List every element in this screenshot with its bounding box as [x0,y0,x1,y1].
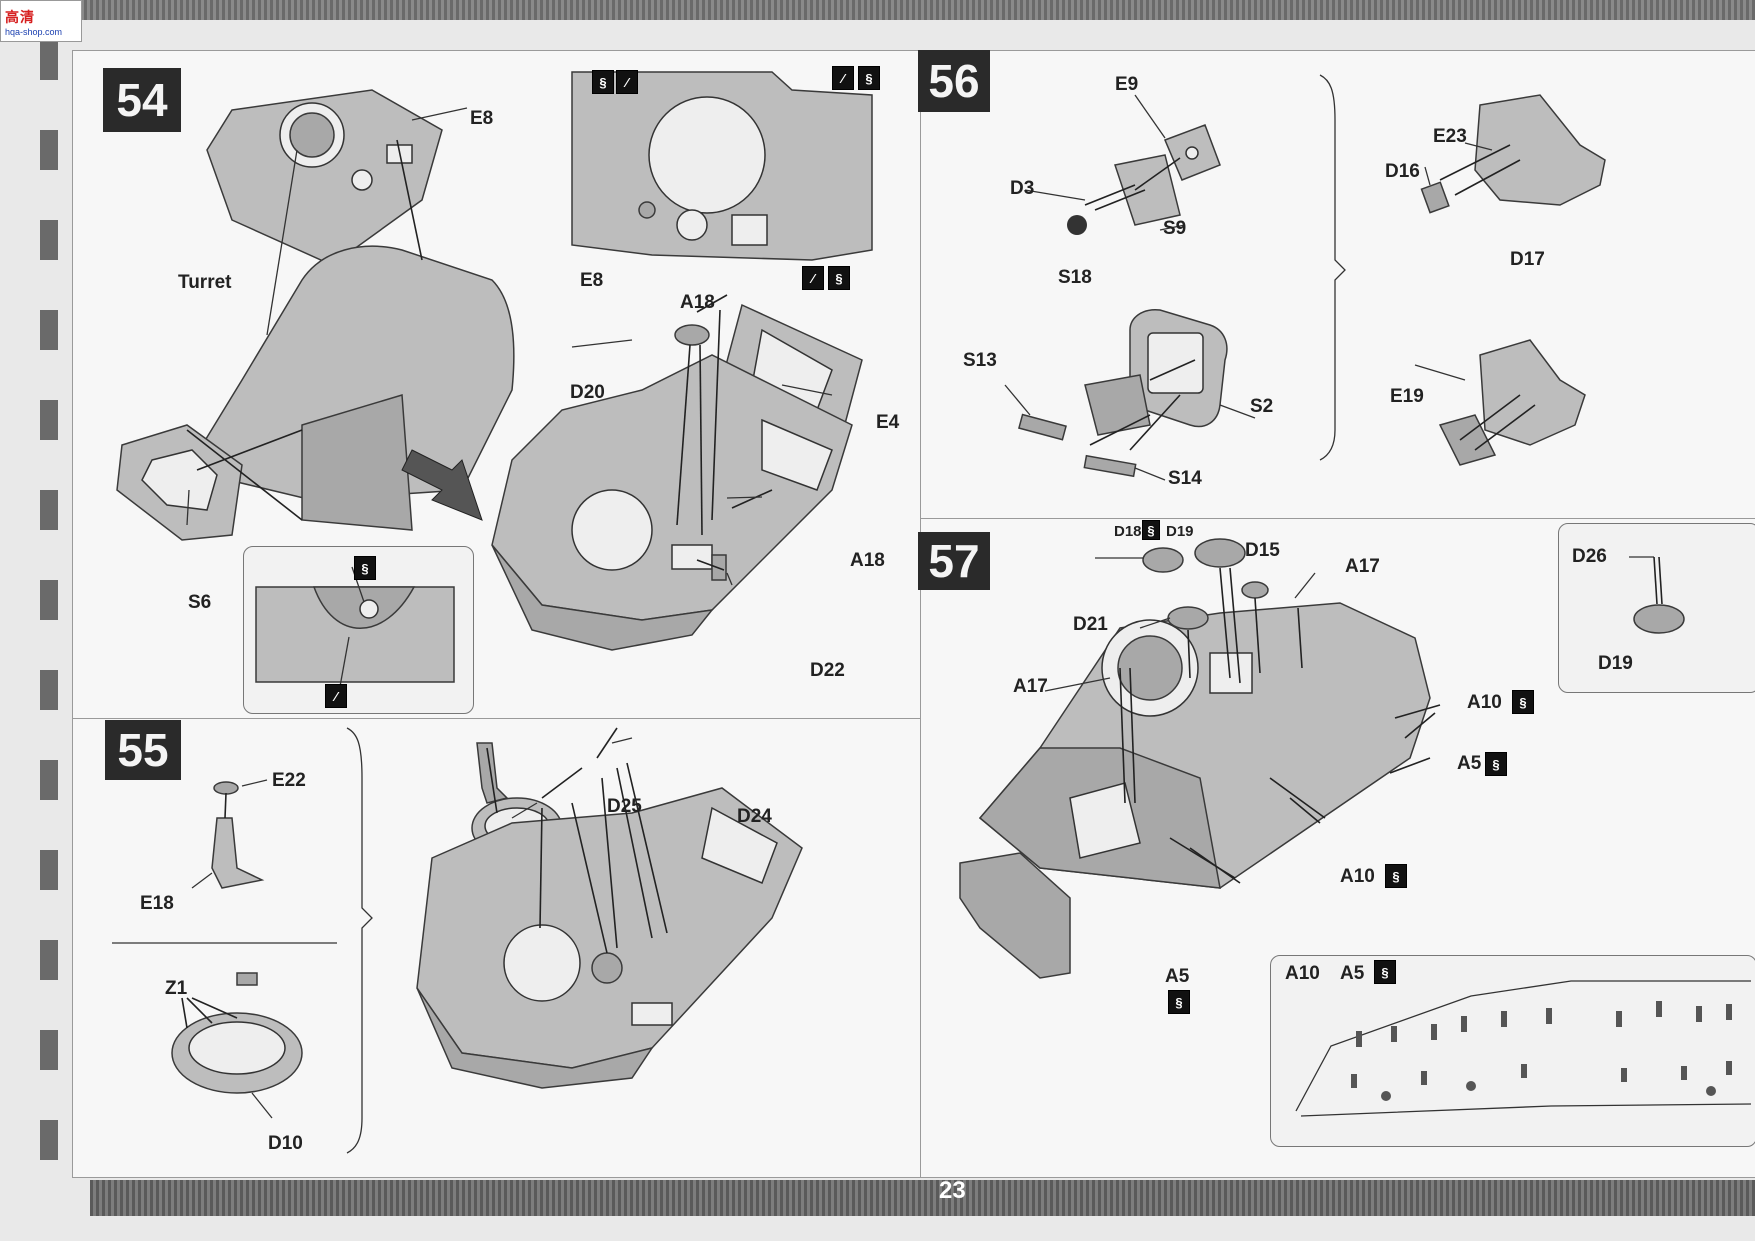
label-e22: E22 [272,770,306,791]
paint-symbol-icon: § [1485,752,1507,776]
label-s9: S9 [1163,218,1187,239]
paint-symbol-icon: § [1374,960,1396,984]
paint-symbol-icon: § [592,70,614,94]
label-d26: D26 [1572,546,1607,567]
label-e8-upper: E8 [470,108,494,129]
label-e8-flat: E8 [580,270,604,291]
label-inset-a10: A10 [1285,963,1320,984]
sprue-detail-drawing [1295,980,1752,1117]
paint-symbol-icon: § [354,556,376,580]
inset-hull-detail [255,566,455,693]
label-a5-lower: A5 [1165,966,1190,987]
paint-symbol-icon: § [828,266,850,290]
top-border-bar [0,0,1755,20]
label-a5-upper: A5 [1457,753,1482,774]
label-z1: Z1 [165,978,188,999]
step-57-number: 57 [918,532,990,590]
watermark-logo: 高清 hqa-shop.com [0,0,82,42]
step-55-number: 55 [105,720,181,780]
label-d22: D22 [810,660,845,681]
step-55-diagram [112,727,803,1154]
label-e23: E23 [1433,126,1467,147]
label-d24: D24 [737,806,772,827]
label-a17-top: A17 [1345,556,1380,577]
label-e9: E9 [1115,74,1139,95]
label-d25: D25 [607,796,642,817]
left-edge-marks [40,40,58,1180]
step-54-number: 54 [103,68,181,132]
paint-symbol-icon: § [1512,690,1534,714]
paint-symbol-icon: § [1168,990,1190,1014]
label-s14: S14 [1168,468,1202,489]
label-a17-left: A17 [1013,676,1048,697]
d26-callout [1558,523,1755,693]
label-a18-top: A18 [680,292,715,313]
label-d17: D17 [1510,249,1545,270]
label-s2: S2 [1250,396,1274,417]
label-d3: D3 [1010,178,1035,199]
page-number: 23 [939,1177,966,1204]
bottom-border-bar [90,1180,1755,1216]
label-d18: D18 [1114,523,1142,540]
step-54-diagram [116,71,873,651]
label-inset-a5: A5 [1340,963,1365,984]
d26-detail-drawing [1629,556,1685,634]
label-d19-callout: D19 [1598,653,1633,674]
paint-symbol-icon: § [1385,864,1407,888]
glue-symbol-icon: ⁄ [802,266,824,290]
glue-symbol-icon: ⁄ [325,684,347,708]
step-56-panel [920,50,1755,520]
glue-symbol-icon: ⁄ [616,70,638,94]
paint-symbol-icon: § [1142,520,1160,540]
watermark-site: hqa-shop.com [5,27,63,37]
label-e4: E4 [876,412,900,433]
step-56-number: 56 [918,50,990,112]
label-turret: Turret [178,272,232,293]
label-s13: S13 [963,350,997,371]
label-d15: D15 [1245,540,1280,561]
label-a10-lower: A10 [1340,866,1375,887]
label-s18: S18 [1058,267,1092,288]
watermark-name: 高清 [5,9,35,25]
a10-a5-detail-inset [1270,955,1755,1147]
label-d21: D21 [1073,614,1108,635]
label-a10-upper: A10 [1467,692,1502,713]
label-e18: E18 [140,893,174,914]
step-56-diagram [1004,74,1606,481]
label-s6: S6 [188,592,212,613]
step-57-diagram [959,538,1566,979]
label-d19: D19 [1166,523,1194,540]
label-a18-side: A18 [850,550,885,571]
glue-symbol-icon: ⁄ [832,66,854,90]
label-e19: E19 [1390,386,1424,407]
paint-symbol-icon: § [858,66,880,90]
label-d10: D10 [268,1133,303,1154]
label-d20: D20 [570,382,605,403]
label-d16: D16 [1385,161,1420,182]
